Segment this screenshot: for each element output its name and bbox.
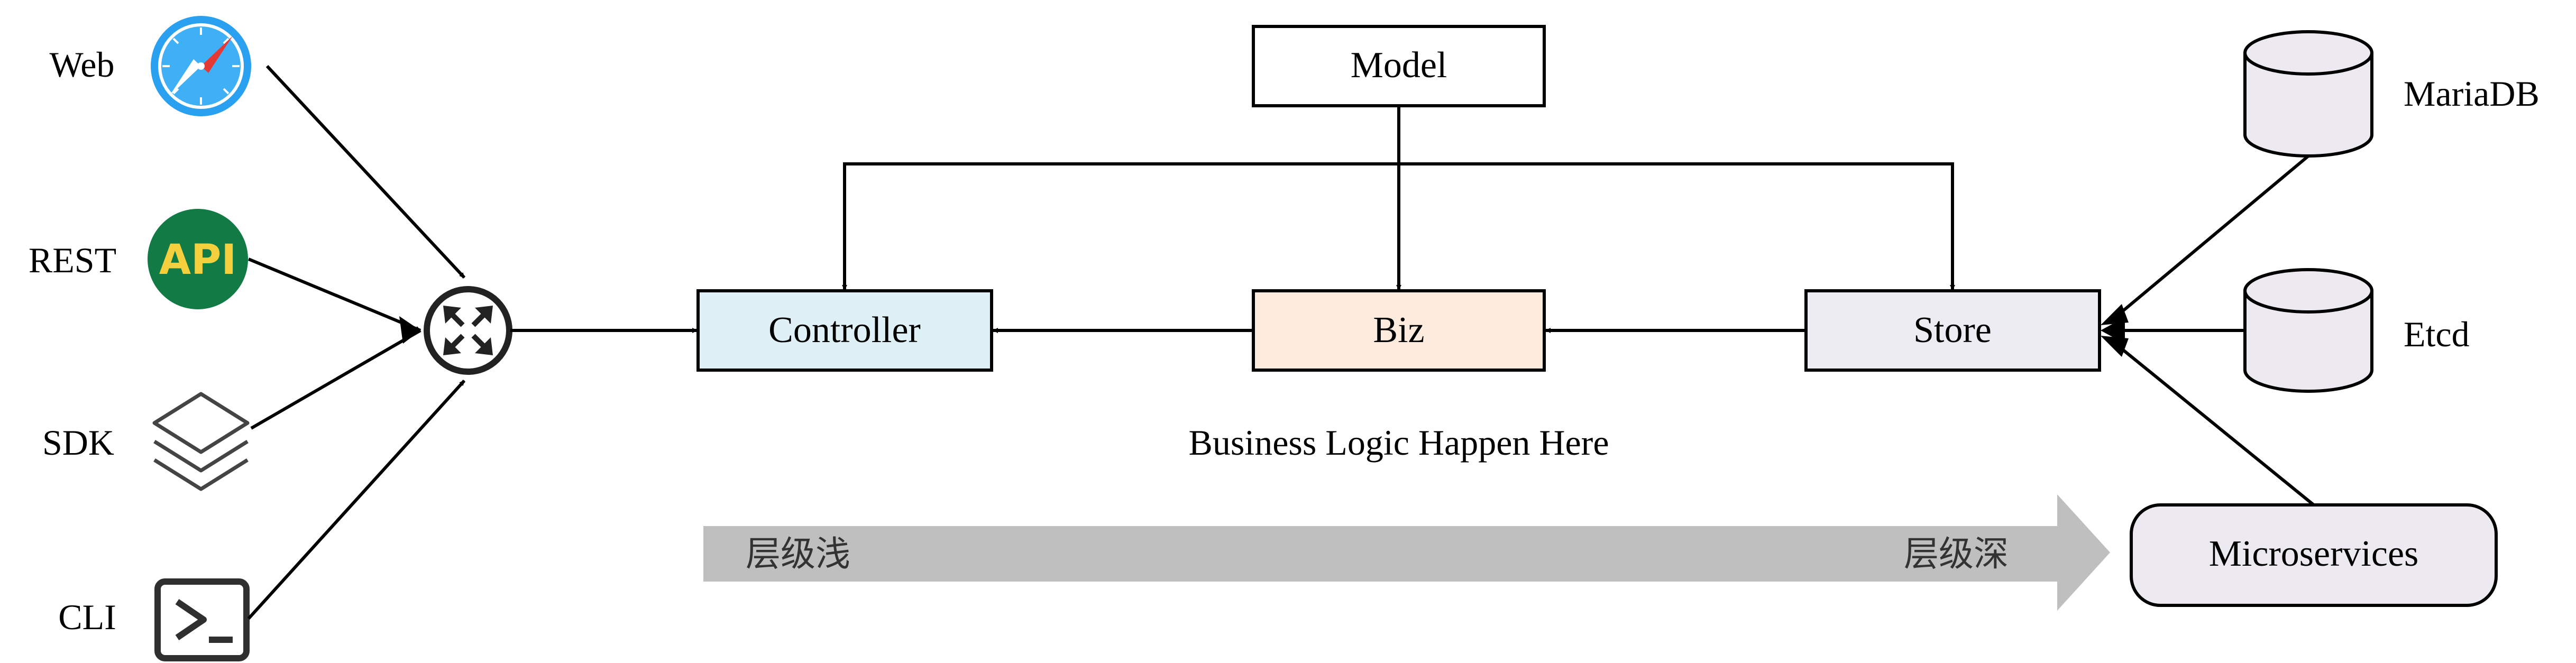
- api-badge-text: API: [159, 236, 237, 284]
- microservices-box: Microservices: [2130, 503, 2498, 607]
- depth-label-deep: 层级深: [1904, 533, 2009, 574]
- store-inbound-arrowheads: [2101, 304, 2129, 357]
- mariadb-cylinder: [2243, 30, 2373, 158]
- connector-web-router: [265, 65, 466, 279]
- mariadb-label: MariaDB: [2404, 73, 2540, 114]
- business-logic-caption: Business Logic Happen Here: [1188, 422, 1609, 463]
- client-label-web: Web: [50, 44, 115, 85]
- controller-label: Controller: [768, 310, 921, 351]
- connector-sdk-router: [250, 329, 421, 430]
- connector-rest-router: [247, 257, 421, 332]
- store-box: Store: [1804, 289, 2101, 372]
- store-label: Store: [1913, 310, 1992, 351]
- etcd-label: Etcd: [2404, 314, 2470, 354]
- model-box: Model: [1252, 25, 1546, 107]
- depth-arrow: 层级浅 层级深: [703, 494, 2110, 611]
- microservices-label: Microservices: [2209, 533, 2419, 574]
- api-badge-icon: API: [148, 209, 248, 309]
- biz-box: Biz: [1252, 289, 1546, 372]
- client-label-sdk: SDK: [42, 422, 114, 463]
- client-label-rest: REST: [29, 240, 116, 280]
- connector-mariadb-store: [2114, 154, 2309, 319]
- model-label: Model: [1351, 45, 1447, 86]
- controller-box: Controller: [696, 289, 993, 372]
- model-connectors: [842, 106, 1955, 290]
- client-label-cli: CLI: [58, 597, 116, 637]
- router-icon: [424, 286, 512, 375]
- depth-label-shallow: 层级浅: [746, 533, 850, 574]
- connector-cli-router: [247, 379, 466, 620]
- router-sdk-arrowhead: [399, 316, 420, 344]
- layers-icon: [152, 392, 250, 491]
- backend-connectors: [2114, 154, 2315, 507]
- etcd-cylinder: [2243, 268, 2373, 393]
- client-connectors: [247, 65, 466, 620]
- terminal-icon: [154, 578, 250, 661]
- connector-microservices-store: [2114, 342, 2315, 507]
- compass-icon: [151, 16, 251, 116]
- biz-label: Biz: [1373, 310, 1424, 351]
